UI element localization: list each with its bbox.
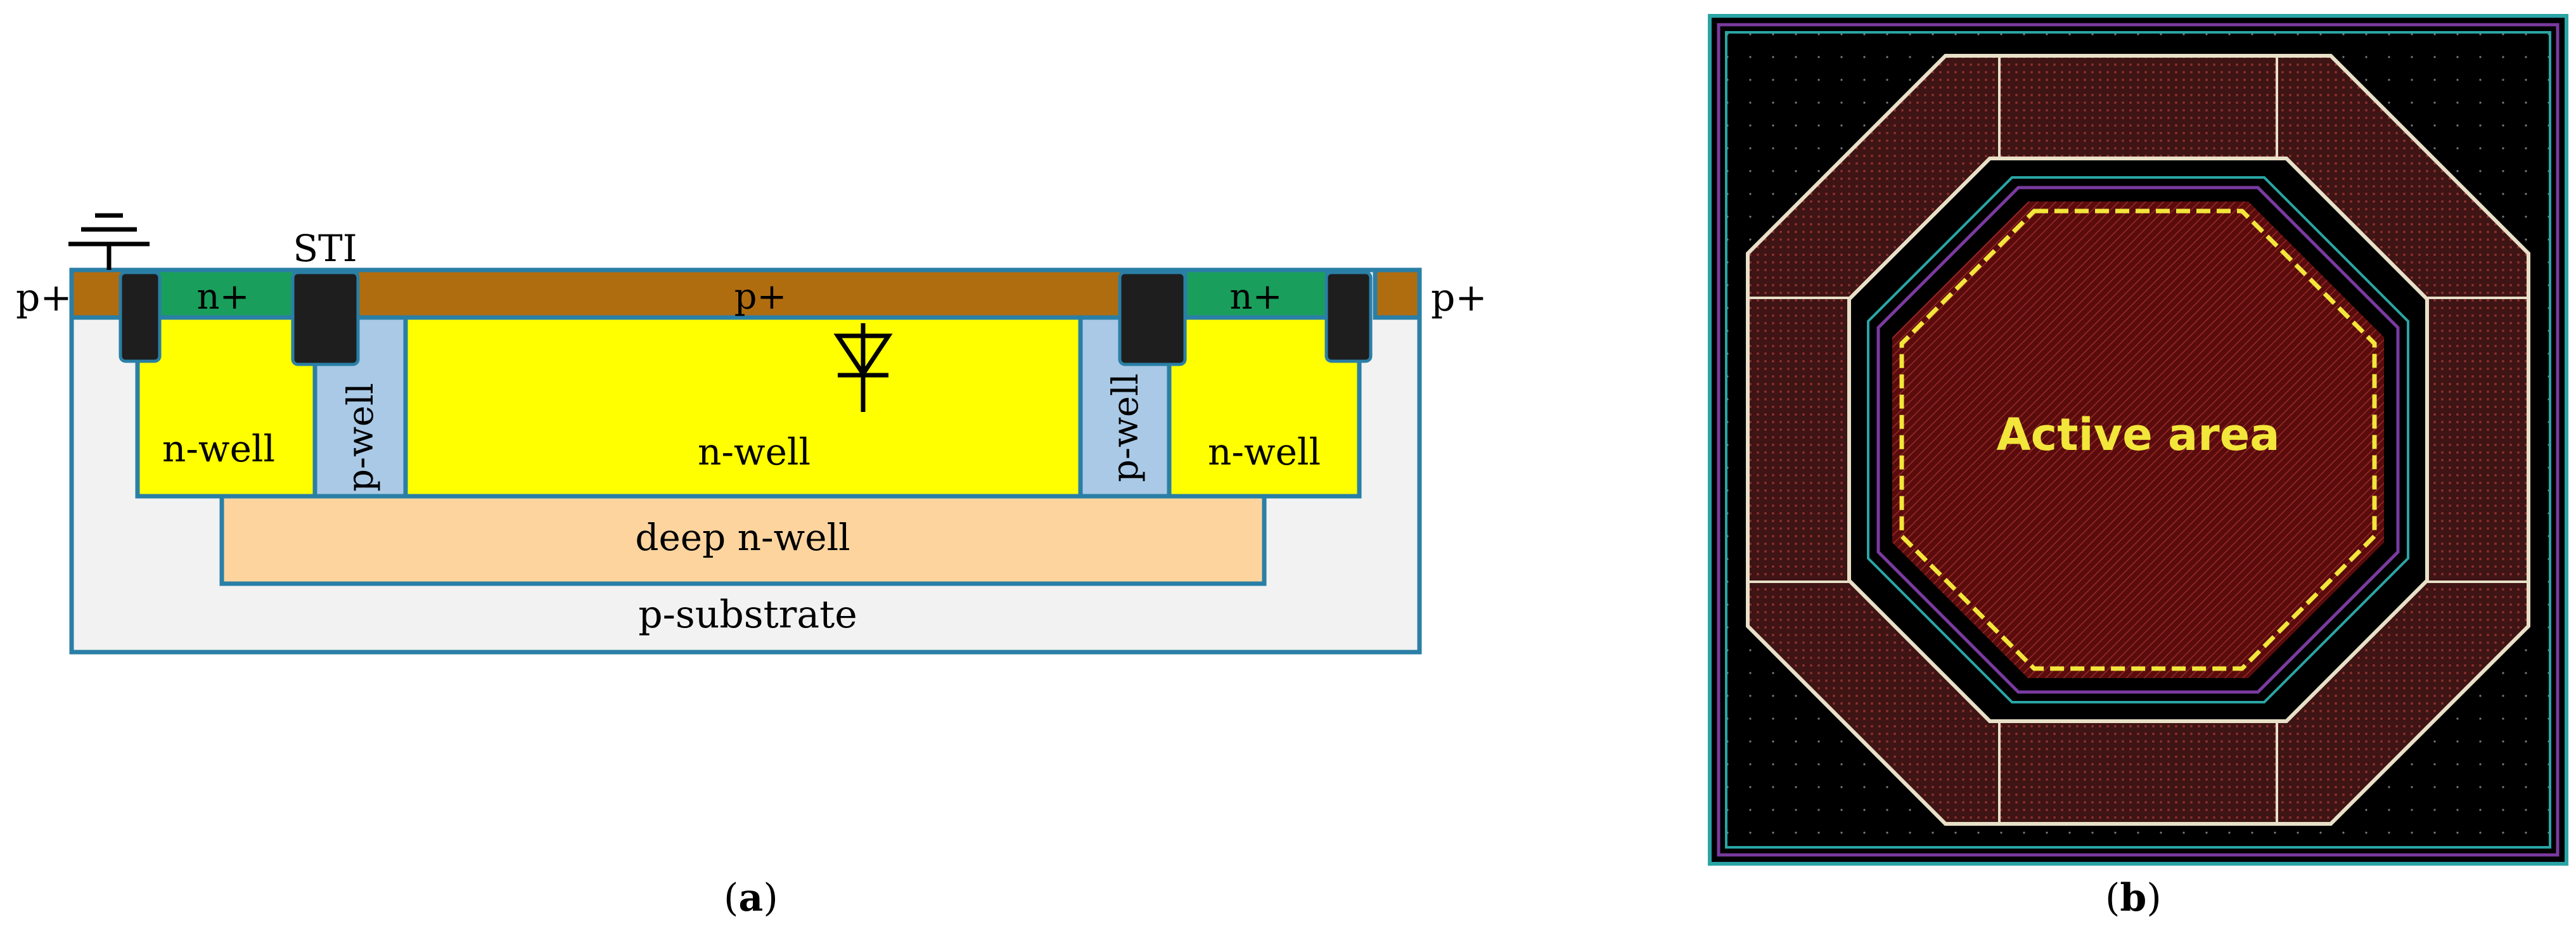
panel-b-layout-view: Active area (b) (1648, 0, 2576, 943)
p-substrate-label: p-substrate (638, 593, 857, 637)
sti-trench (119, 271, 162, 363)
n-well-left-label: n-well (162, 427, 275, 470)
p-well-right-label: p-well (1105, 373, 1146, 482)
p-plus-left-label: p+ (16, 276, 72, 320)
sti-label: STI (293, 227, 357, 270)
active-area-region (1892, 202, 2384, 678)
active-area-label: Active area (1996, 409, 2279, 461)
active-area-dashed-border (1899, 208, 2377, 671)
n-well-right-label: n-well (1208, 430, 1321, 473)
sti-trench (291, 271, 360, 366)
inner-ring-2 (1876, 186, 2400, 694)
ground-icon (68, 213, 150, 270)
panel-a-cross-section: STI p+ p+ n+ n+ p+ n-well n-well n-well … (16, 213, 1487, 920)
sti-trench (1118, 271, 1187, 366)
ring-segment-dividers (1748, 56, 2528, 824)
caption-a: (a) (724, 876, 778, 920)
sti-trench (1324, 271, 1373, 363)
p-plus-center-label: p+ (734, 276, 787, 318)
layout-frame-inner-1 (1717, 23, 2560, 857)
diode-icon (833, 323, 893, 412)
n-plus-left-label: n+ (197, 276, 250, 318)
layout-frame-inner-2 (1725, 31, 2551, 849)
n-plus-right-label: n+ (1230, 276, 1283, 318)
inner-ring-1 (1867, 176, 2409, 703)
caption-b: (b) (2105, 876, 2162, 920)
p-plus-right-contact (1373, 267, 1422, 320)
p-plus-right-label: p+ (1431, 276, 1487, 320)
n-well-center-label: n-well (698, 430, 811, 473)
p-well-left-label: p-well (340, 383, 381, 492)
deep-n-well-label: deep n-well (635, 516, 850, 559)
layout-diagram: Active area (1708, 14, 2568, 866)
cross-section-diagram: STI p+ p+ n+ n+ p+ n-well n-well n-well … (16, 213, 1487, 655)
n-well-center-region (403, 315, 1083, 499)
deep-n-well-region (219, 494, 1267, 586)
